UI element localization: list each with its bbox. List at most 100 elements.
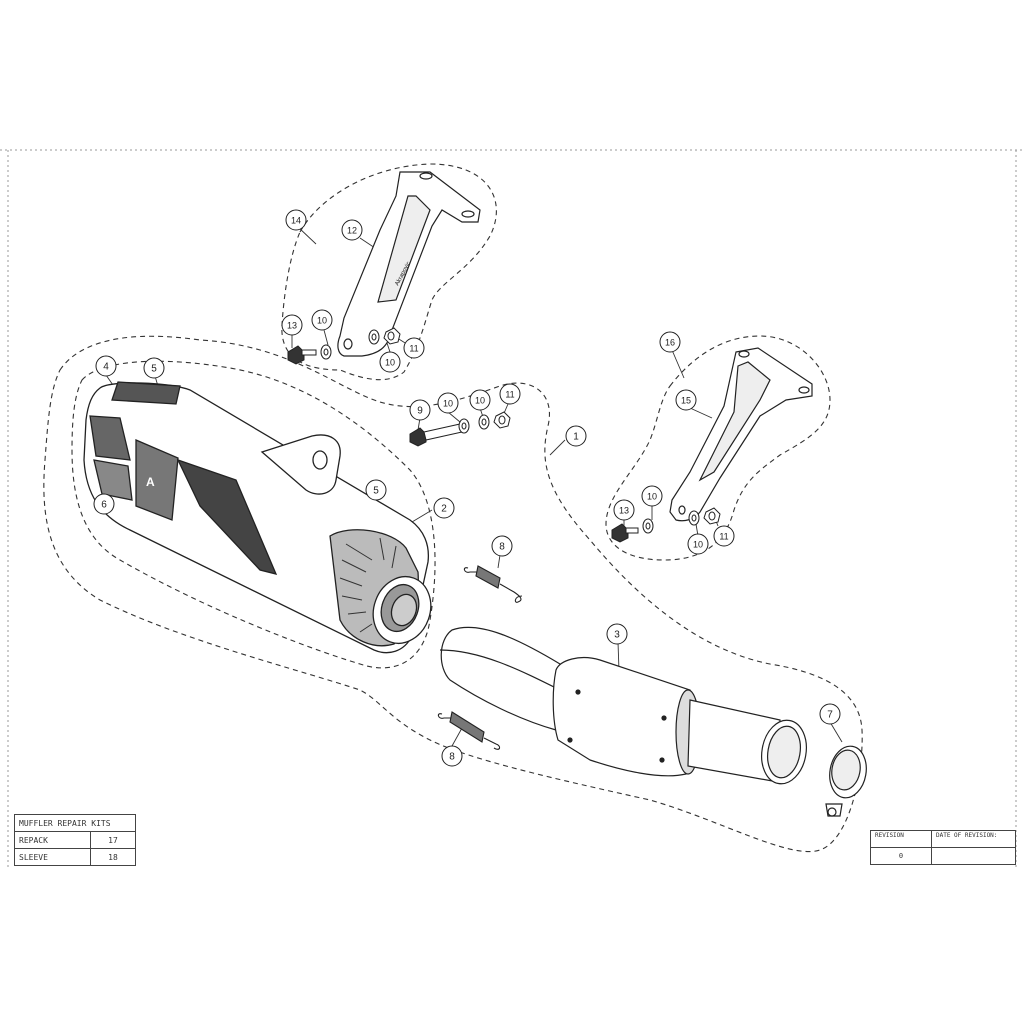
callout-circle [365, 479, 387, 501]
callout-circle [311, 309, 333, 331]
callout-c2: 2 [433, 497, 455, 519]
callout-circle [285, 209, 307, 231]
callout-circle [491, 535, 513, 557]
callout-number: 11 [719, 532, 728, 542]
outline-group-2 [71, 360, 436, 669]
callout-number: 10 [443, 399, 453, 409]
callout-circle [93, 493, 115, 515]
date-of-revision-value [931, 847, 1016, 865]
callout-number: 2 [441, 504, 447, 515]
callout-number: 13 [619, 506, 629, 516]
callout-c3: 3 [606, 623, 628, 645]
callout-c4: 4 [95, 355, 117, 377]
callout-c5b: 5 [365, 479, 387, 501]
callout-circle [281, 314, 303, 336]
group-outlines [43, 163, 863, 852]
callout-number: 7 [827, 710, 833, 721]
callout-c12: 12 [341, 219, 363, 241]
clamp [825, 745, 867, 817]
callout-number: 8 [499, 542, 505, 553]
callout-number: 10 [647, 492, 657, 502]
callout-circle [437, 392, 459, 414]
callout-circle [433, 497, 455, 519]
kit-name: REPACK [14, 831, 91, 849]
callout-number: 3 [614, 630, 620, 641]
callout-c5a: 5 [143, 357, 165, 379]
revision-value: 0 [870, 847, 932, 865]
callout-circle [469, 389, 491, 411]
muffler-repair-kits-table: MUFFLER REPAIR KITS REPACK 17 SLEEVE 18 [14, 814, 136, 866]
date-of-revision-label: DATE OF REVISION: [931, 830, 1016, 848]
callout-c15: 15 [675, 389, 697, 411]
callout-circle [441, 745, 463, 767]
callout-circle [675, 389, 697, 411]
fasteners-14 [287, 327, 401, 365]
callout-number: 11 [409, 344, 418, 354]
callout-c13b: 13 [613, 499, 635, 521]
callout-circle [95, 355, 117, 377]
callout-circle [409, 399, 431, 421]
callout-c11c: 11 [713, 525, 735, 547]
callout-circle [713, 525, 735, 547]
callout-circle [659, 331, 681, 353]
link-pipe [439, 626, 807, 785]
callout-c11b: 11 [403, 337, 425, 359]
callout-circle [499, 383, 521, 405]
callout-number: 10 [475, 396, 485, 406]
callout-circle [819, 703, 841, 725]
callout-number: 13 [287, 321, 297, 331]
kit-code: 17 [90, 831, 136, 849]
callout-c8a: 8 [491, 535, 513, 557]
outline-group-1 [43, 335, 863, 852]
callout-circle [606, 623, 628, 645]
callout-number: 16 [665, 338, 675, 348]
callout-number: 5 [151, 364, 157, 375]
callout-circle [687, 533, 709, 555]
callout-number: 1 [573, 432, 579, 443]
callout-number: 5 [373, 486, 379, 497]
callout-circle [379, 351, 401, 373]
muffler-body: A [83, 381, 432, 654]
revision-table: REVISION DATE OF REVISION: 0 [870, 830, 1016, 865]
callout-c14: 14 [285, 209, 307, 231]
spring-lower [437, 711, 501, 750]
svg-text:A: A [146, 475, 155, 489]
revision-label: REVISION [870, 830, 932, 848]
callout-number: 4 [103, 362, 109, 373]
repair-kits-heading: MUFFLER REPAIR KITS [14, 814, 136, 832]
callout-number: 15 [681, 396, 691, 406]
callout-c10f: 10 [687, 533, 709, 555]
callout-circle [565, 425, 587, 447]
fasteners-16 [611, 507, 721, 543]
callout-circle [143, 357, 165, 379]
callout-c6: 6 [93, 493, 115, 515]
callout-c11a: 11 [499, 383, 521, 405]
kit-name: SLEEVE [14, 848, 91, 866]
callout-number: 10 [317, 316, 327, 326]
table-row: REPACK 17 [14, 831, 136, 849]
callout-number: 14 [291, 216, 301, 226]
callout-circle [341, 219, 363, 241]
fasteners-9 [409, 411, 511, 447]
callout-number: 10 [385, 358, 395, 368]
callout-c16: 16 [659, 331, 681, 353]
table-row: SLEEVE 18 [14, 848, 136, 866]
callout-c1: 1 [565, 425, 587, 447]
callout-circle [403, 337, 425, 359]
callout-number: 10 [693, 540, 703, 550]
kit-code: 18 [90, 848, 136, 866]
bracket-15 [669, 347, 813, 522]
callout-c10b: 10 [469, 389, 491, 411]
callout-c10a: 10 [437, 392, 459, 414]
callout-number: 6 [101, 500, 107, 511]
page-frame [0, 149, 1024, 870]
callout-c7: 7 [819, 703, 841, 725]
callout-c10c: 10 [311, 309, 333, 331]
spring-upper [463, 565, 523, 603]
callout-number: 12 [347, 226, 357, 236]
callout-number: 8 [449, 752, 455, 763]
bracket-12: Akrapovic [337, 171, 481, 357]
callout-c9: 9 [409, 399, 431, 421]
